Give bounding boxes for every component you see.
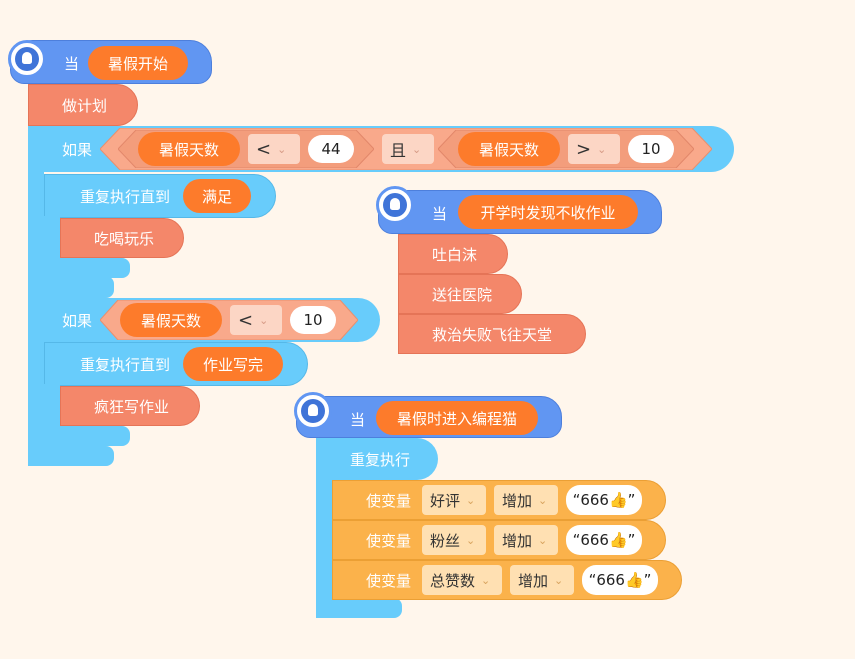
variable-name-3: 总赞数 bbox=[430, 571, 476, 590]
homework-done-pill[interactable]: 作业写完 bbox=[183, 347, 283, 381]
chevron-down-icon: ⌄ bbox=[259, 313, 269, 327]
chevron-down-icon: ⌄ bbox=[538, 533, 548, 547]
operation-dropdown-2[interactable]: 增加 ⌄ bbox=[494, 525, 558, 555]
event-icon bbox=[376, 186, 414, 224]
chevron-down-icon: ⌄ bbox=[412, 142, 422, 156]
heaven-block[interactable] bbox=[398, 314, 586, 354]
hospital-label: 送往医院 bbox=[432, 285, 493, 304]
variable-dropdown-2[interactable]: 粉丝 ⌄ bbox=[422, 525, 486, 555]
if-label-2: 如果 bbox=[62, 311, 93, 330]
days-var-pill-2[interactable]: 暑假天数 bbox=[458, 132, 560, 166]
hat-when-label: 当 bbox=[64, 54, 80, 73]
set-variable-label-1: 使变量 bbox=[366, 491, 412, 510]
number-input-10a[interactable]: 10 bbox=[628, 135, 674, 163]
chevron-down-icon: ⌄ bbox=[597, 142, 607, 156]
repeat-until-1-arm bbox=[44, 216, 60, 260]
chevron-down-icon: ⌄ bbox=[466, 533, 476, 547]
forever-foot bbox=[316, 598, 402, 618]
value-text-2: “666👍” bbox=[572, 531, 636, 549]
days-var-pill-3[interactable]: 暑假天数 bbox=[120, 303, 222, 337]
value-input-2[interactable]: “666👍” bbox=[566, 525, 642, 555]
variable-dropdown-1[interactable]: 好评 ⌄ bbox=[422, 485, 486, 515]
chevron-down-icon: ⌄ bbox=[466, 493, 476, 507]
variable-name-2: 粉丝 bbox=[430, 531, 461, 550]
value-text-1: “666👍” bbox=[572, 491, 636, 509]
value-text-3: “666👍” bbox=[588, 571, 652, 589]
operation-dropdown-3[interactable]: 增加 ⌄ bbox=[510, 565, 574, 595]
set-variable-label-3: 使变量 bbox=[366, 571, 412, 590]
forever-label: 重复执行 bbox=[350, 450, 411, 469]
operation-name-3: 增加 bbox=[518, 571, 549, 590]
chevron-down-icon: ⌄ bbox=[277, 142, 287, 156]
variable-dropdown-3[interactable]: 总赞数 ⌄ bbox=[422, 565, 502, 595]
chevron-down-icon: ⌄ bbox=[481, 573, 491, 587]
days-var-pill-1[interactable]: 暑假天数 bbox=[138, 132, 240, 166]
forever-block[interactable] bbox=[316, 438, 438, 480]
if-block-1-arm bbox=[28, 170, 44, 298]
number-input-10b[interactable]: 10 bbox=[290, 306, 336, 334]
repeat-until-2-foot bbox=[44, 426, 130, 446]
number-input-44[interactable]: 44 bbox=[308, 135, 354, 163]
hat-event-pill-2[interactable]: 开学时发现不收作业 bbox=[458, 195, 638, 229]
if-label-1: 如果 bbox=[62, 140, 93, 159]
foam-label: 吐白沫 bbox=[432, 245, 478, 264]
crazy-homework-label: 疯狂写作业 bbox=[94, 397, 170, 416]
repeat-until-1-foot bbox=[44, 258, 130, 278]
chevron-down-icon: ⌄ bbox=[554, 573, 564, 587]
event-icon bbox=[294, 392, 332, 430]
variable-name-1: 好评 bbox=[430, 491, 461, 510]
make-plan-block[interactable] bbox=[28, 84, 138, 126]
heaven-label: 救治失败飞往天堂 bbox=[432, 325, 553, 344]
foam-block[interactable] bbox=[398, 234, 508, 274]
operation-name-1: 增加 bbox=[502, 491, 533, 510]
if-block-2-foot bbox=[28, 446, 114, 466]
op-dropdown-1[interactable]: <⌄ bbox=[248, 134, 300, 164]
repeat-label-2: 重复执行直到 bbox=[80, 355, 171, 374]
operation-dropdown-1[interactable]: 增加 ⌄ bbox=[494, 485, 558, 515]
hat-when-label-3: 当 bbox=[350, 410, 366, 429]
repeat-label-1: 重复执行直到 bbox=[80, 187, 171, 206]
forever-arm bbox=[316, 478, 332, 600]
op-value-3: < bbox=[238, 309, 254, 331]
operation-name-2: 增加 bbox=[502, 531, 533, 550]
satisfied-pill[interactable]: 满足 bbox=[183, 179, 251, 213]
crazy-homework-block[interactable] bbox=[60, 386, 200, 426]
op-dropdown-3[interactable]: <⌄ bbox=[230, 305, 282, 335]
set-variable-label-2: 使变量 bbox=[366, 531, 412, 550]
hat-when-label-2: 当 bbox=[432, 204, 448, 223]
hat-event-pill[interactable]: 暑假开始 bbox=[88, 46, 188, 80]
make-plan-label: 做计划 bbox=[62, 96, 108, 115]
op-dropdown-2[interactable]: >⌄ bbox=[568, 134, 620, 164]
value-input-3[interactable]: “666👍” bbox=[582, 565, 658, 595]
eat-drink-play-block[interactable] bbox=[60, 218, 184, 258]
if-block-1-foot bbox=[28, 276, 114, 298]
logic-dropdown[interactable]: 且⌄ bbox=[382, 134, 434, 164]
event-icon bbox=[8, 40, 46, 78]
op-value-1: < bbox=[256, 138, 272, 160]
eat-drink-play-label: 吃喝玩乐 bbox=[94, 229, 155, 248]
if-block-2-arm bbox=[28, 340, 44, 448]
hospital-block[interactable] bbox=[398, 274, 522, 314]
logic-value: 且 bbox=[390, 141, 407, 160]
hat-event-pill-3[interactable]: 暑假时进入编程猫 bbox=[376, 401, 538, 435]
chevron-down-icon: ⌄ bbox=[538, 493, 548, 507]
repeat-until-2-arm bbox=[44, 384, 60, 428]
op-value-2: > bbox=[576, 138, 592, 160]
value-input-1[interactable]: “666👍” bbox=[566, 485, 642, 515]
